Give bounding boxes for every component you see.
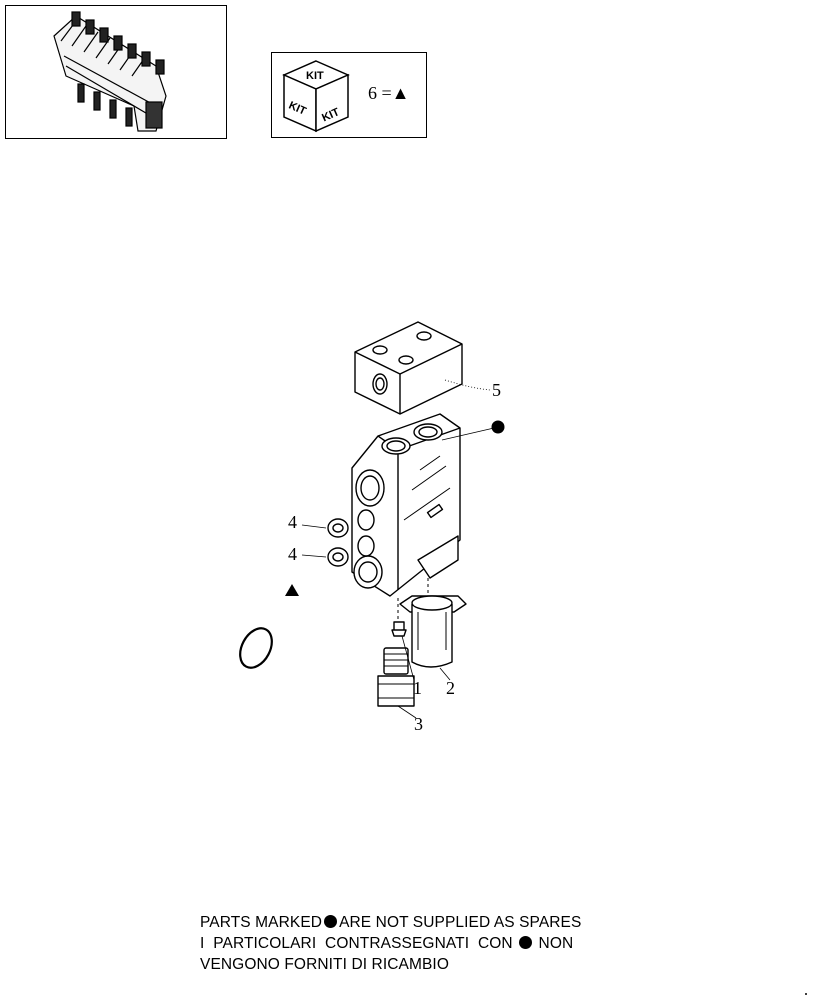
kit-equation: 6 =▲ <box>368 83 409 104</box>
part-1-fitting <box>391 621 407 637</box>
part-2-cartridge <box>399 595 467 668</box>
o-ring <box>239 627 273 669</box>
dot-icon <box>324 915 338 928</box>
part-4-plugs <box>327 518 349 567</box>
callout-2: 2 <box>446 678 455 698</box>
assembly-thumbnail-frame <box>5 5 227 139</box>
spares-note: PARTS MARKED ARE NOT SUPPLIED AS SPARES I… <box>200 912 581 975</box>
triangle-icon: ▲ <box>391 83 410 103</box>
note-line-2-start: I PARTICOLARI CONTRASSEGNATI CON <box>200 935 513 952</box>
note-line-2: I PARTICOLARI CONTRASSEGNATI CON NON <box>200 933 581 954</box>
note-line-1: PARTS MARKED ARE NOT SUPPLIED AS SPARES <box>200 912 581 933</box>
part-5-block <box>354 321 463 415</box>
note-line-2-end: NON <box>538 935 574 952</box>
valve-body <box>351 413 461 597</box>
note-line-1-end: ARE NOT SUPPLIED AS SPARES <box>339 914 582 931</box>
note-line-1-start: PARTS MARKED <box>200 914 323 931</box>
valve-assembly-thumbnail <box>53 11 167 132</box>
kit-label-top: KIT <box>306 70 324 82</box>
kit-triangle-icon <box>285 584 299 596</box>
kit-quantity: 6 <box>368 83 377 103</box>
callout-1: 1 <box>413 678 422 698</box>
kit-equals: = <box>381 83 392 103</box>
callout-3: 3 <box>414 714 423 734</box>
callout-5: 5 <box>492 380 501 400</box>
part-3-valve <box>377 647 415 707</box>
not-supplied-dot-icon <box>491 420 505 434</box>
callout-4-upper: 4 <box>288 512 297 532</box>
note-line-3: VENGONO FORNITI DI RICAMBIO <box>200 956 449 973</box>
kit-legend: KIT KIT KIT 6 =▲ <box>271 52 427 138</box>
dot-icon <box>519 936 533 949</box>
kit-cube-icon: KIT KIT KIT <box>282 60 350 133</box>
callout-4-lower: 4 <box>288 544 297 564</box>
